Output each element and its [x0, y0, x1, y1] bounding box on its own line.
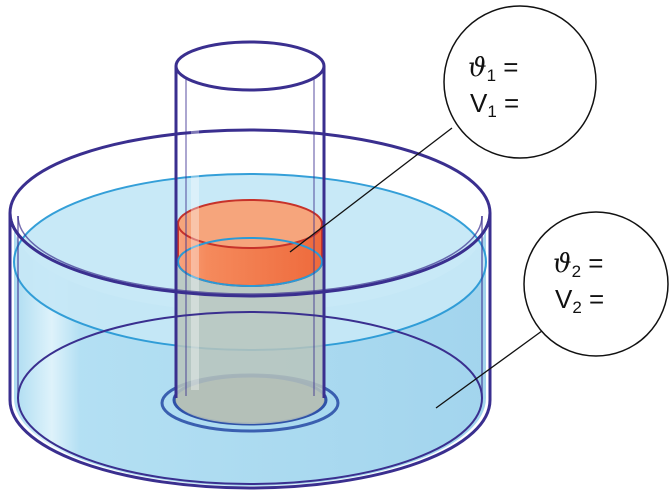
container-rim-front [8, 212, 492, 298]
callout-1-volume: V1 = [470, 88, 519, 121]
hot-liquid-bottom-edge [177, 237, 323, 287]
callout-1-temperature: ϑ1 = [468, 52, 518, 85]
callout-circle-2 [523, 211, 669, 357]
leader-line-2 [435, 327, 547, 409]
container-rim-front-inner [17, 215, 483, 295]
tube-highlight [191, 80, 199, 390]
container-bottom-outer [8, 399, 492, 490]
tube-top-opening [174, 40, 326, 92]
container-bottom-inner [17, 311, 483, 485]
callout-circle-1 [443, 5, 597, 159]
tube-lower-body [176, 262, 324, 424]
callout-2-temperature: ϑ2 = [553, 248, 603, 281]
leader-line-1 [289, 127, 453, 253]
callout-2-volume: V2 = [555, 284, 604, 317]
hot-liquid-surface [177, 199, 323, 249]
